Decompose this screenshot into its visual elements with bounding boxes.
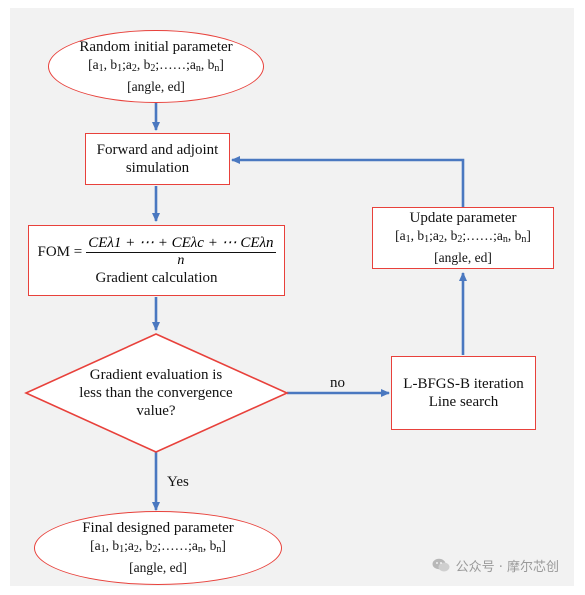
final-node-extra: [angle, ed]: [129, 560, 187, 575]
diagram-background: [10, 8, 574, 586]
edge-label-yes: Yes: [167, 474, 189, 490]
update-node-params: [a1, b1;a2, b2;……;an, bn]: [395, 228, 531, 245]
start-node-extra: [angle, ed]: [127, 78, 185, 94]
update-node-extra: [angle, ed]: [434, 250, 492, 265]
watermark-text: 公众号 · 摩尔芯创: [455, 560, 559, 575]
start-node: Random initial parameter [a1, b1;a2, b2;…: [48, 30, 264, 103]
fom-numerator: CEλ1 + ⋯ + CEλc + ⋯ CEλn: [86, 234, 276, 253]
start-node-title: Random initial parameter: [79, 38, 233, 55]
decision-line3: value?: [136, 403, 176, 419]
update-node-title: Update parameter: [409, 210, 517, 226]
decision-line2: less than the convergence: [79, 385, 233, 401]
lbfgs-node: L-BFGS-B iteration Line search: [391, 356, 536, 430]
decision-node: Gradient evaluation is less than the con…: [56, 362, 256, 424]
decision-diamond: [24, 333, 289, 453]
lbfgs-line2: Line search: [428, 394, 499, 410]
update-node: Update parameter [a1, b1;a2, b2;……;an, b…: [372, 207, 554, 269]
watermark: 公众号 · 摩尔芯创: [432, 556, 559, 575]
edge-label-no: no: [330, 375, 345, 391]
final-node: Final designed parameter [a1, b1;a2, b2;…: [34, 511, 282, 585]
fom-node: FOM = CEλ1 + ⋯ + CEλc + ⋯ CEλn n Gradien…: [28, 225, 285, 296]
forward-node: Forward and adjoint simulation: [85, 133, 230, 185]
final-node-params: [a1, b1;a2, b2;……;an, bn]: [90, 538, 226, 555]
wechat-icon: [432, 558, 450, 572]
fom-formula: FOM = CEλ1 + ⋯ + CEλc + ⋯ CEλn n: [37, 234, 276, 269]
lbfgs-line1: L-BFGS-B iteration: [403, 376, 524, 392]
fom-denominator: n: [177, 252, 185, 268]
fom-caption: Gradient calculation: [95, 269, 218, 286]
arrow-update-to-forward: [231, 156, 465, 207]
decision-line1: Gradient evaluation is: [89, 367, 223, 383]
forward-node-line1: Forward and adjoint: [96, 142, 219, 158]
final-node-title: Final designed parameter: [82, 520, 234, 536]
forward-node-line2: simulation: [125, 160, 190, 176]
start-node-params: [a1, b1;a2, b2;……;an, bn]: [88, 56, 224, 74]
fom-prefix: FOM =: [37, 243, 83, 260]
